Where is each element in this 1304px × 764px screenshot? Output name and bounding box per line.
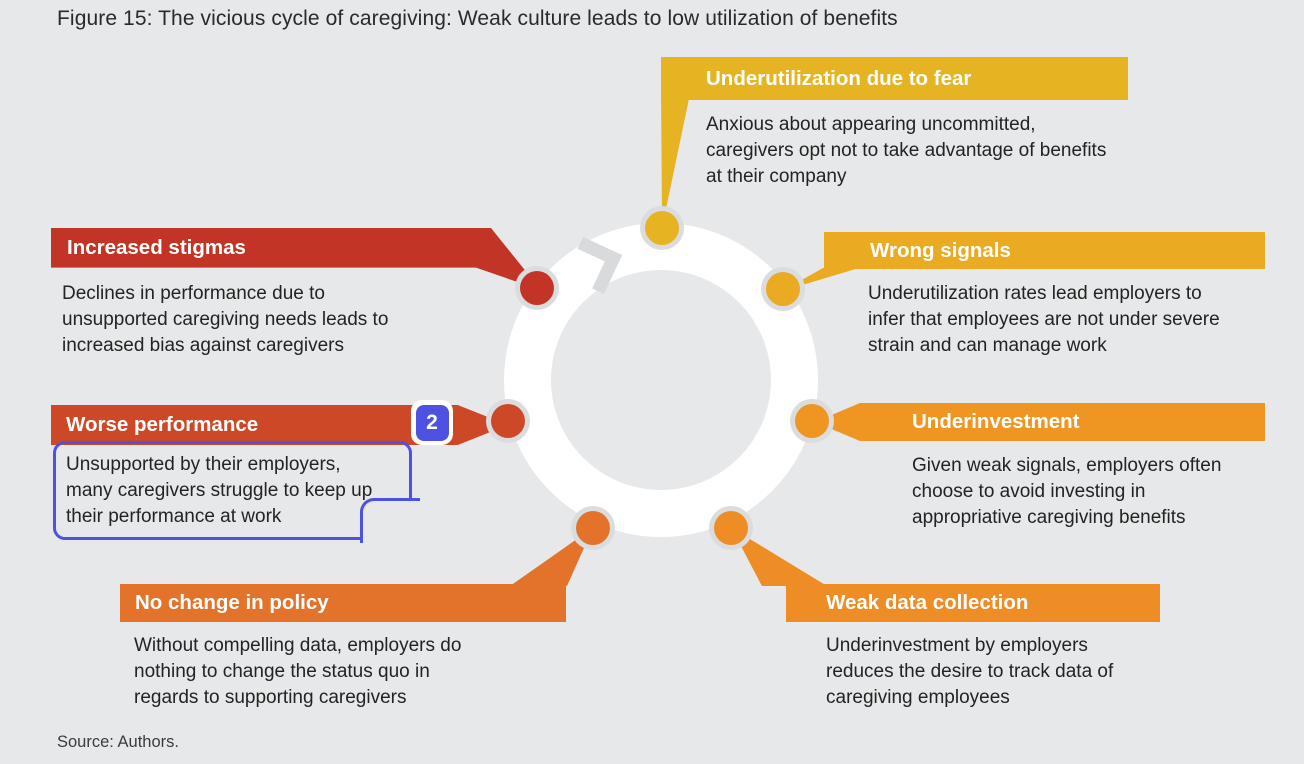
node-header: Wrong signals (824, 232, 1265, 269)
node-description: Given weak signals, employers often choo… (912, 455, 1222, 528)
node-description: Underinvestment by employers reduces the… (826, 635, 1114, 708)
node-description: Without compelling data, employers do no… (134, 635, 462, 708)
node-description: Underutilization rates lead employers to… (868, 283, 1220, 356)
node-header: No change in policy (120, 584, 566, 622)
node-description: Declines in performance due to unsupport… (62, 283, 389, 356)
annotation-badge[interactable]: 2 (411, 400, 453, 445)
node-header: Increased stigmas (51, 228, 551, 292)
node-header: Underinvestment (815, 403, 1265, 441)
cycle-dot (576, 511, 610, 545)
pointer-tail (661, 99, 689, 228)
node-header: Weak data collection (786, 584, 1160, 622)
cycle-dot (766, 272, 800, 306)
node-header: Underutilization due to fear (661, 57, 1128, 100)
node-description: Anxious about appearing uncommitted, car… (706, 114, 1107, 187)
cycle-ring (504, 223, 818, 537)
node-description: Unsupported by their employers, many car… (66, 454, 373, 527)
source-note: Source: Authors. (57, 733, 179, 751)
cycle-dot (645, 211, 679, 245)
cycle-dot (491, 404, 525, 438)
cycle-dot (795, 404, 829, 438)
annotation-highlight-notch (360, 498, 420, 543)
annotation-highlight-box[interactable] (53, 441, 412, 540)
annotation-badge-number: 2 (415, 404, 449, 441)
cycle-dot (520, 271, 554, 305)
figure-title: Figure 15: The vicious cycle of caregivi… (57, 7, 898, 30)
cycle-dot (714, 511, 748, 545)
